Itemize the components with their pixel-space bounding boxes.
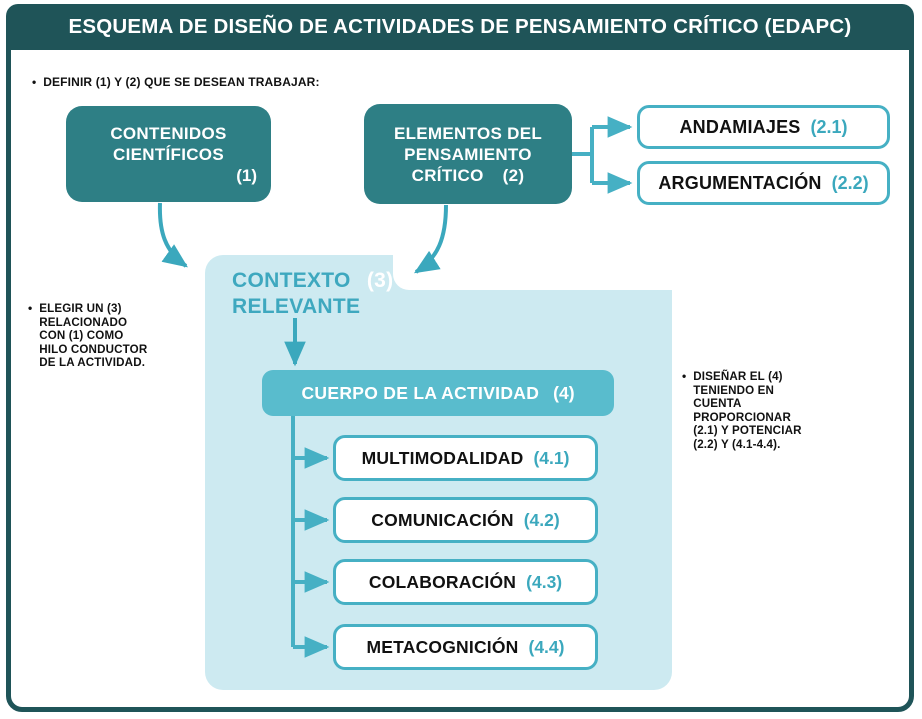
box-cuerpo-label: CUERPO DE LA ACTIVIDAD [301,382,540,403]
box-cuerpo-actividad[interactable]: CUERPO DE LA ACTIVIDAD (4) [262,370,614,416]
box-colaboracion-label: COLABORACIÓN [368,571,517,592]
box-elementos-line1: ELEMENTOS DEL [393,123,543,143]
box-colaboracion[interactable]: COLABORACIÓN (4.3) [333,559,598,605]
box-elementos-line3: CRÍTICO [411,165,484,185]
box-andamiajes-number: (2.1) [810,116,848,137]
box-metacognicion-label: METACOGNICIÓN [366,636,519,657]
box-argumentacion[interactable]: ARGUMENTACIÓN (2.2) [637,161,890,205]
box-contenidos-line2: CIENTÍFICOS [113,144,224,164]
box-andamiajes-label: ANDAMIAJES [679,116,801,137]
box-comunicacion-number: (4.2) [523,509,560,530]
box-comunicacion[interactable]: COMUNICACIÓN (4.2) [333,497,598,543]
bullet-icon: • [28,301,33,315]
box-metacognicion-number: (4.4) [528,636,565,657]
context-label-line1: CONTEXTO [232,269,351,292]
box-elementos-pensamiento-critico[interactable]: ELEMENTOS DEL PENSAMIENTO CRÍTICO (2) [364,104,572,204]
annotation-left-text: ELEGIR UN (3) RELACIONADO CON (1) COMO H… [39,302,148,370]
context-relevante-label: CONTEXTO (3) RELEVANTE [232,268,472,320]
bullet-icon: • [32,75,37,89]
annotation-top: • DEFINIR (1) Y (2) QUE SE DESEAN TRABAJ… [32,75,320,90]
annotation-left: • ELEGIR UN (3) RELACIONADO CON (1) COMO… [28,302,208,370]
box-cuerpo-number: (4) [553,382,575,403]
box-multimodalidad-label: MULTIMODALIDAD [361,447,524,468]
box-elementos-number: (2) [502,165,525,185]
box-contenidos-line1: CONTENIDOS [110,123,227,143]
page-title: ESQUEMA DE DISEÑO DE ACTIVIDADES DE PENS… [68,15,852,38]
box-elementos-line2: PENSAMIENTO [404,144,532,164]
box-contenidos-number: (1) [236,165,257,185]
annotation-top-text: DEFINIR (1) Y (2) QUE SE DESEAN TRABAJAR… [43,75,320,89]
context-panel-notch-fill [393,290,672,314]
context-label-line1-row: CONTEXTO (3) [232,268,472,294]
context-label-line2: RELEVANTE [232,295,361,318]
box-elementos-line3-row: CRÍTICO (2) [378,165,558,186]
annotation-right: • DISEÑAR EL (4) TENIENDO EN CUENTA PROP… [682,370,862,452]
title-bar: ESQUEMA DE DISEÑO DE ACTIVIDADES DE PENS… [6,4,914,50]
annotation-right-text: DISEÑAR EL (4) TENIENDO EN CUENTA PROPOR… [693,370,802,451]
context-label-number: (3) [366,269,394,292]
bullet-icon: • [682,369,687,383]
box-metacognicion[interactable]: METACOGNICIÓN (4.4) [333,624,598,670]
box-multimodalidad[interactable]: MULTIMODALIDAD (4.1) [333,435,598,481]
box-contenidos-cientificos[interactable]: CONTENIDOS CIENTÍFICOS (1) [66,106,271,202]
box-multimodalidad-number: (4.1) [533,447,570,468]
box-colaboracion-number: (4.3) [526,571,563,592]
box-argumentacion-number: (2.2) [831,172,869,193]
box-argumentacion-label: ARGUMENTACIÓN [658,172,822,193]
box-comunicacion-label: COMUNICACIÓN [371,509,514,530]
box-andamiajes[interactable]: ANDAMIAJES (2.1) [637,105,890,149]
